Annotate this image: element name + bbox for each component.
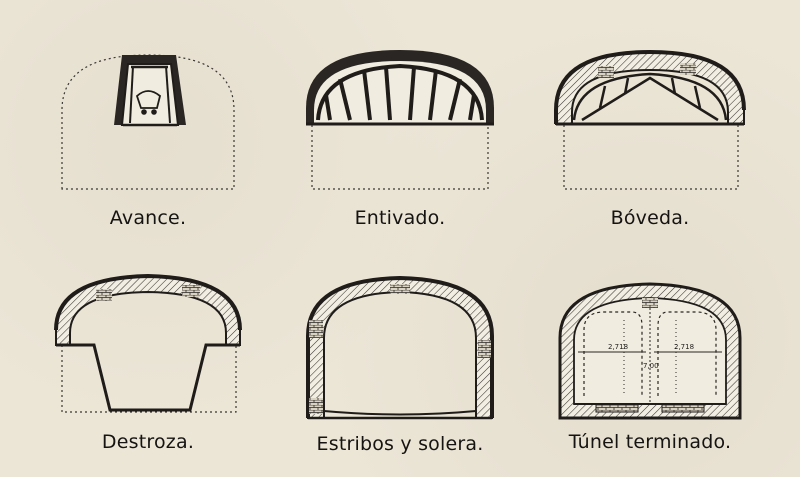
mine-cart-icon — [135, 90, 162, 109]
caption-avance: Avance. — [109, 207, 187, 229]
centering-frame — [572, 72, 728, 122]
dimension-right-width: 2,718 — [674, 343, 694, 351]
avance-future-profile — [61, 54, 235, 190]
boveda-future-profile — [563, 125, 739, 190]
tunel-terminado-diagram: 2,718 2,718 7,00 — [558, 282, 742, 420]
entivado-future-profile — [311, 125, 489, 190]
caption-tunel-terminado: Túnel terminado. — [568, 431, 732, 453]
destroza-diagram — [54, 273, 242, 413]
avance-diagram — [61, 54, 235, 190]
dimension-lines — [578, 300, 722, 404]
caption-destroza: Destroza. — [101, 431, 195, 453]
dimension-center-depth: 7,00 — [643, 362, 659, 370]
caption-boveda: Bóveda. — [610, 207, 690, 229]
estribos-solera-diagram — [306, 275, 494, 420]
caption-estribos-solera: Estribos y solera. — [316, 433, 484, 455]
avance-rock-edge — [114, 55, 186, 125]
boveda-diagram — [554, 49, 746, 190]
entivado-diagram — [306, 50, 494, 190]
destroza-bench-cut — [76, 343, 222, 412]
destroza-future-profile — [61, 345, 237, 413]
timber-frame — [316, 63, 484, 121]
dimension-left-width: 2,718 — [608, 343, 628, 351]
caption-entivado: Entivado. — [354, 207, 446, 229]
estribos-lining — [307, 276, 493, 419]
solera-floor — [323, 410, 477, 416]
clearance-gauges — [583, 311, 717, 396]
